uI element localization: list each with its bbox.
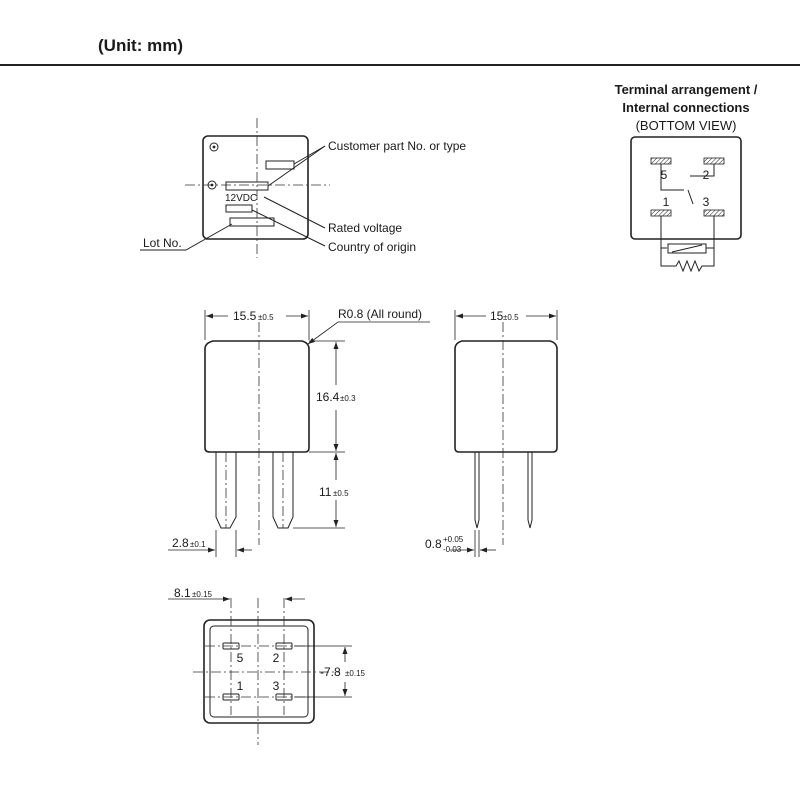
terminal-label-5: 5 bbox=[661, 168, 668, 182]
bottom-view-inner bbox=[209, 625, 309, 718]
bottom-view: 5 2 1 3 8.1 ±0.15 -7.8 ±0.15 bbox=[168, 586, 366, 745]
lot-no-label: Lot No. bbox=[143, 236, 182, 250]
switch-contact bbox=[687, 189, 694, 205]
bottom-view-outer bbox=[203, 619, 315, 724]
terminal-box bbox=[630, 136, 742, 240]
pin-width-tol: ±0.1 bbox=[190, 540, 206, 549]
bottom-terminal-3: 3 bbox=[273, 679, 280, 693]
rated-voltage-label: Rated voltage bbox=[328, 221, 402, 235]
front-width-value: 15.5 bbox=[233, 309, 257, 323]
front-pin-left bbox=[215, 452, 237, 529]
side-view: 15 ±0.5 0.8 +0.05 -0.03 bbox=[425, 309, 558, 557]
terminal-label-2: 2 bbox=[703, 168, 710, 182]
front-height-tol: ±0.3 bbox=[340, 394, 356, 403]
bottom-terminal-5: 5 bbox=[237, 651, 244, 665]
lot-box bbox=[229, 217, 275, 227]
header-rule bbox=[0, 64, 800, 66]
voltage-marking: 12VDC bbox=[225, 193, 257, 204]
terminal-title-line2: Internal connections bbox=[622, 100, 749, 115]
side-pin-left bbox=[474, 452, 480, 529]
terminal-label-3: 3 bbox=[703, 195, 710, 209]
terminal-title-line1: Terminal arrangement / bbox=[615, 82, 758, 97]
front-height-value: 16.4 bbox=[316, 390, 340, 404]
side-width-tol: ±0.5 bbox=[503, 313, 519, 322]
pin-thickness-value: 0.8 bbox=[425, 537, 442, 551]
origin-box bbox=[225, 204, 253, 213]
terminal-diagram: Terminal arrangement / Internal connecti… bbox=[615, 82, 758, 273]
terminal-label-1: 1 bbox=[663, 195, 670, 209]
side-view-body bbox=[454, 340, 558, 453]
pin-thickness-tol-minus: -0.03 bbox=[443, 545, 462, 554]
pitch-x-tol: ±0.15 bbox=[192, 590, 213, 599]
customer-part-label: Customer part No. or type bbox=[328, 139, 466, 153]
side-pin-right bbox=[527, 452, 533, 529]
top-view: 12VDC Customer part No. or type Rated vo… bbox=[140, 118, 466, 258]
pitch-y-tol: ±0.15 bbox=[345, 669, 366, 678]
terminal-title-line3: (BOTTOM VIEW) bbox=[636, 118, 737, 133]
bottom-terminal-2: 2 bbox=[273, 651, 280, 665]
unit-label: (Unit: mm) bbox=[98, 36, 183, 55]
pin-length-value: 11 bbox=[319, 485, 332, 499]
pin-length-tol: ±0.5 bbox=[333, 489, 349, 498]
top-view-marker-circle bbox=[209, 142, 219, 152]
voltage-box bbox=[225, 181, 269, 191]
radius-label: R0.8 (All round) bbox=[338, 307, 422, 321]
top-view-body bbox=[202, 135, 309, 240]
side-width-value: 15 bbox=[490, 309, 504, 323]
resistor-symbol bbox=[660, 248, 715, 273]
front-width-tol: ±0.5 bbox=[258, 313, 274, 322]
country-origin-label: Country of origin bbox=[328, 240, 416, 254]
bottom-terminal-1: 1 bbox=[237, 679, 244, 693]
pitch-y-value: -7.8 bbox=[320, 665, 341, 679]
pitch-x-value: 8.1 bbox=[174, 586, 191, 600]
front-view: 15.5 ±0.5 R0.8 (All round) 16.4 ±0.3 11 … bbox=[168, 307, 430, 557]
pin-width-value: 2.8 bbox=[172, 536, 189, 550]
front-view-body bbox=[204, 340, 310, 453]
part-number-box bbox=[265, 160, 295, 170]
pin-thickness-tol-plus: +0.05 bbox=[443, 535, 464, 544]
